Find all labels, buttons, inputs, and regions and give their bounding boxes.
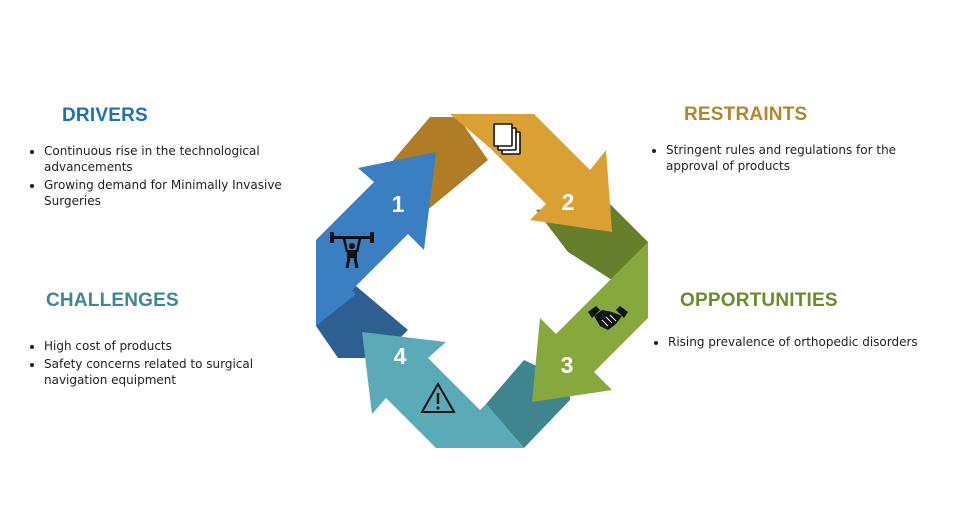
challenges-item: Safety concerns related to surgical navi… [44,356,284,388]
drivers-block: DRIVERS Continuous rise in the technolog… [24,105,294,211]
documents-icon [493,123,521,155]
restraints-list: Stringent rules and regulations for the … [646,142,916,174]
weightlifter-icon [330,232,374,269]
step-number-1: 1 [392,191,405,217]
arrow-4[interactable] [362,332,524,448]
arrow-3[interactable] [532,242,648,402]
step-number-2: 2 [562,189,575,215]
step-number-4: 4 [394,343,407,369]
drivers-item: Growing demand for Minimally Invasive Su… [44,177,294,209]
challenges-block: CHALLENGES High cost of products Safety … [24,290,284,390]
drivers-item: Continuous rise in the technological adv… [44,143,294,175]
arrow-2[interactable] [450,114,612,232]
step-number-3: 3 [561,352,574,378]
drivers-list: Continuous rise in the technological adv… [24,143,294,209]
handshake-icon [588,306,628,330]
challenges-item: High cost of products [44,338,284,354]
opportunities-heading: OPPORTUNITIES [680,290,838,311]
arrow-1[interactable] [316,152,436,326]
restraints-block: RESTRAINTS Stringent rules and regulatio… [646,104,916,176]
opportunities-list: Rising prevalence of orthopedic disorder… [648,334,938,350]
restraints-item: Stringent rules and regulations for the … [666,142,916,174]
opportunities-item: Rising prevalence of orthopedic disorder… [668,334,938,350]
drivers-heading: DRIVERS [62,105,148,126]
challenges-list: High cost of products Safety concerns re… [24,338,284,388]
restraints-heading: RESTRAINTS [684,104,808,125]
opportunities-block: OPPORTUNITIES Rising prevalence of ortho… [648,290,938,352]
warning-icon [420,381,456,413]
challenges-heading: CHALLENGES [46,290,179,311]
